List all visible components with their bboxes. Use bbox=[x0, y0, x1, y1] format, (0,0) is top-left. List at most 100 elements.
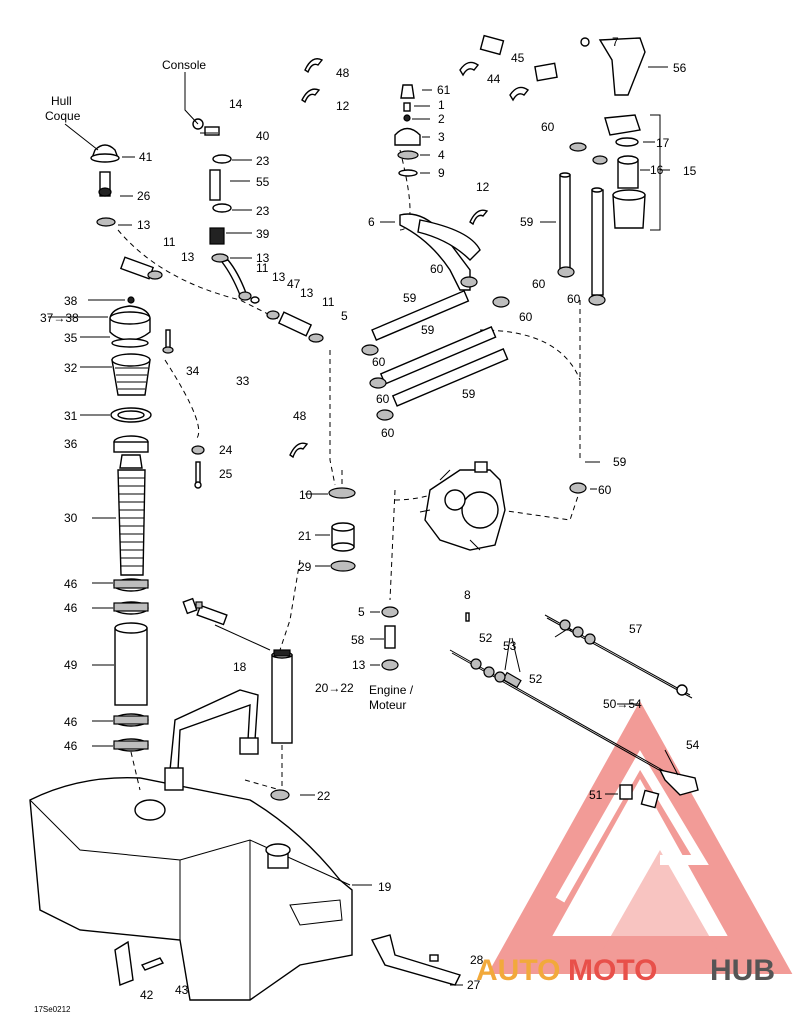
callout-31: 31 bbox=[64, 409, 78, 423]
throttle-cables bbox=[449, 612, 699, 809]
watermark-auto: AUTO bbox=[476, 954, 560, 987]
callout-36: 36 bbox=[64, 437, 78, 451]
callout-15: 15 bbox=[683, 164, 697, 178]
callout-32: 32 bbox=[64, 361, 78, 375]
callout-61: 61 bbox=[437, 83, 451, 97]
callout-20-22: 20→22 bbox=[315, 681, 354, 695]
callout-60b: 60 bbox=[430, 262, 444, 276]
tank-support-brackets bbox=[114, 934, 461, 986]
callout-30: 30 bbox=[64, 511, 78, 525]
callout-41: 41 bbox=[139, 150, 153, 164]
callout-58: 58 bbox=[351, 633, 365, 647]
callout-42: 42 bbox=[140, 988, 154, 1002]
callout-46a: 46 bbox=[64, 577, 78, 591]
callout-12b: 12 bbox=[336, 99, 350, 113]
callout-59a: 59 bbox=[520, 215, 534, 229]
callout-11c: 11 bbox=[322, 295, 335, 309]
callout-18: 18 bbox=[233, 660, 247, 674]
callout-60g: 60 bbox=[376, 392, 390, 406]
callout-48a: 48 bbox=[336, 66, 350, 80]
callout-13c: 13 bbox=[256, 251, 270, 265]
callout-29: 29 bbox=[298, 560, 312, 574]
callout-12a: 12 bbox=[476, 180, 490, 194]
filler-neck-assembly bbox=[109, 296, 152, 791]
label-hull: Hull bbox=[51, 94, 72, 108]
callout-39: 39 bbox=[256, 227, 270, 241]
callout-60c: 60 bbox=[532, 277, 546, 291]
callout-24: 24 bbox=[219, 443, 233, 457]
callout-59d: 59 bbox=[462, 387, 476, 401]
fuel-level-sender bbox=[182, 597, 271, 651]
label-engine: Engine / bbox=[369, 683, 414, 697]
callout-55: 55 bbox=[256, 175, 270, 189]
callout-47: 47 bbox=[287, 277, 301, 291]
callout-59e: 59 bbox=[613, 455, 627, 469]
callout-11a: 11 bbox=[163, 235, 176, 249]
vent-assembly-parts bbox=[90, 118, 324, 343]
callout-4: 4 bbox=[438, 148, 445, 162]
callout-34: 34 bbox=[186, 364, 200, 378]
callout-57: 57 bbox=[629, 622, 643, 636]
label-console: Console bbox=[162, 58, 206, 72]
callout-60f: 60 bbox=[372, 355, 386, 369]
callout-45: 45 bbox=[511, 51, 525, 65]
callout-13e: 13 bbox=[300, 286, 314, 300]
callout-22: 22 bbox=[317, 789, 331, 803]
callout-48b: 48 bbox=[293, 409, 307, 423]
callout-43: 43 bbox=[175, 983, 189, 997]
callout-56: 56 bbox=[673, 61, 687, 75]
fuel-tank bbox=[29, 776, 353, 1001]
callout-5: 5 bbox=[341, 309, 348, 323]
callout-26: 26 bbox=[137, 189, 151, 203]
watermark-hub: HUB bbox=[710, 954, 775, 987]
callout-52b: 52 bbox=[529, 672, 543, 686]
callout-52a: 52 bbox=[479, 631, 493, 645]
callout-leader-lines bbox=[48, 66, 679, 986]
watermark-text: AUTO MOTO HUB bbox=[476, 954, 775, 987]
callout-3: 3 bbox=[438, 130, 445, 144]
callout-10: 10 bbox=[299, 488, 313, 502]
callout-labels: Console Hull Coque Engine / Moteur 1 2 3… bbox=[34, 35, 700, 1014]
callout-13d: 13 bbox=[272, 270, 286, 284]
callout-23b: 23 bbox=[256, 204, 270, 218]
callout-9: 9 bbox=[438, 166, 445, 180]
callout-1: 1 bbox=[438, 98, 445, 112]
callout-25: 25 bbox=[219, 467, 233, 481]
callout-60a: 60 bbox=[541, 120, 555, 134]
callout-27: 27 bbox=[467, 978, 481, 992]
callout-54: 54 bbox=[686, 738, 700, 752]
tank-strap bbox=[164, 689, 259, 791]
callout-13f: 13 bbox=[352, 658, 366, 672]
vent-bracket-and-filter bbox=[459, 34, 661, 231]
watermark-logo-graphic bbox=[487, 701, 793, 974]
callout-5-engine: 5 bbox=[358, 605, 365, 619]
vent-valve-parts bbox=[394, 84, 421, 177]
callout-60d: 60 bbox=[567, 292, 581, 306]
diagram-code: 17Se0212 bbox=[34, 1005, 71, 1014]
callout-13b: 13 bbox=[181, 250, 195, 264]
fuel-line-and-filter bbox=[270, 487, 399, 801]
callout-14: 14 bbox=[229, 97, 243, 111]
callout-11b: 11 bbox=[256, 261, 269, 275]
callout-7: 7 bbox=[612, 35, 619, 49]
callout-46b: 46 bbox=[64, 601, 78, 615]
callout-33: 33 bbox=[236, 374, 250, 388]
callout-44: 44 bbox=[487, 72, 501, 86]
callout-60i: 60 bbox=[598, 483, 612, 497]
callout-28: 28 bbox=[470, 953, 484, 967]
callout-35: 35 bbox=[64, 331, 78, 345]
callout-13a: 13 bbox=[137, 218, 151, 232]
callout-51: 51 bbox=[589, 788, 603, 802]
callout-19: 19 bbox=[378, 880, 392, 894]
label-coque: Coque bbox=[45, 109, 81, 123]
callout-59b: 59 bbox=[403, 291, 417, 305]
small-hardware bbox=[162, 329, 205, 489]
fuel-pump-carburetor bbox=[419, 461, 506, 551]
callout-60h: 60 bbox=[381, 426, 395, 440]
watermark-moto: MOTO bbox=[568, 954, 657, 987]
hose-clamps-60 bbox=[361, 266, 606, 494]
callout-53: 53 bbox=[503, 639, 517, 653]
callout-60e: 60 bbox=[519, 310, 533, 324]
callout-17: 17 bbox=[656, 136, 670, 150]
